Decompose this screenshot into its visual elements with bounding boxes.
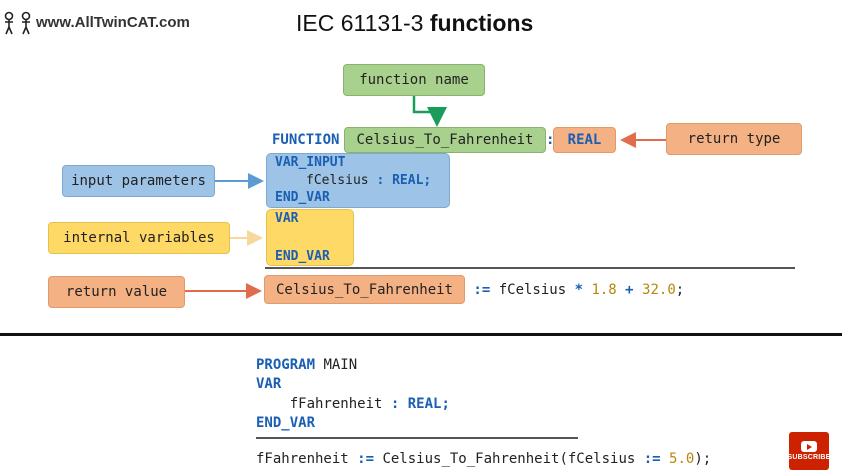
call-value: 5.0 bbox=[669, 451, 695, 467]
end-var-input-keyword: END_VAR bbox=[275, 190, 330, 205]
input-parameters-label: input parameters bbox=[62, 165, 215, 197]
internal-variables-label: internal variables bbox=[48, 222, 230, 254]
logo-icon bbox=[4, 11, 31, 35]
program-var-name: fFahrenheit bbox=[256, 396, 383, 412]
assignment-expression: := fCelsius * 1.8 + 32.0; bbox=[465, 282, 684, 298]
var-keyword: VAR bbox=[275, 211, 299, 226]
program-var-sep: : bbox=[382, 396, 408, 412]
program-call-line: fFahrenheit := Celsius_To_Fahrenheit(fCe… bbox=[256, 451, 711, 467]
var-input-keyword: VAR_INPUT bbox=[275, 155, 346, 170]
site-url[interactable]: www.AllTwinCAT.com bbox=[36, 14, 190, 31]
program-end-var-keyword: END_VAR bbox=[256, 415, 316, 431]
program-var-keyword: VAR bbox=[256, 376, 282, 392]
program-var-type: REAL bbox=[407, 396, 442, 412]
return-value-highlight: Celsius_To_Fahrenheit bbox=[264, 275, 465, 304]
call-function: Celsius_To_Fahrenheit(fCelsius bbox=[382, 451, 636, 467]
return-type-label: return type bbox=[666, 123, 802, 155]
param-declaration: fCelsius : REAL; bbox=[306, 173, 431, 188]
subscribe-button[interactable]: SUBSCRIBE bbox=[787, 432, 831, 470]
program-body-divider bbox=[256, 437, 578, 439]
program-name: MAIN bbox=[315, 357, 358, 373]
plus-op: + bbox=[616, 282, 643, 298]
assign-end: ; bbox=[675, 282, 685, 298]
section-divider bbox=[0, 333, 842, 336]
return-type-highlight: REAL bbox=[553, 127, 616, 153]
var-input-block bbox=[266, 153, 450, 208]
page-title: IEC 61131-3 functions bbox=[296, 10, 533, 37]
subscribe-label: SUBSCRIBE bbox=[787, 454, 831, 461]
call-op-2: := bbox=[635, 451, 670, 467]
function-colon: : bbox=[546, 132, 555, 148]
param-semicolon: ; bbox=[423, 173, 432, 188]
assign-operand: fCelsius bbox=[498, 282, 567, 298]
var-block bbox=[266, 209, 354, 266]
factor-literal: 1.8 bbox=[591, 282, 617, 298]
arrow-function-name bbox=[412, 96, 447, 127]
title-plain: IEC 61131-3 bbox=[296, 10, 430, 36]
assign-op: := bbox=[465, 282, 499, 298]
program-keyword: PROGRAM bbox=[256, 357, 316, 373]
call-target: fFahrenheit bbox=[256, 451, 349, 467]
call-op: := bbox=[348, 451, 383, 467]
function-body-divider bbox=[265, 267, 795, 269]
program-var-declaration: fFahrenheit : REAL; bbox=[256, 396, 450, 412]
return-value-label: return value bbox=[48, 276, 185, 308]
logo bbox=[2, 10, 34, 36]
return-type-text: REAL bbox=[567, 132, 602, 148]
youtube-play-icon bbox=[801, 441, 817, 452]
param-type: REAL bbox=[392, 173, 424, 188]
param-sep: : bbox=[368, 173, 393, 188]
end-var-keyword: END_VAR bbox=[275, 249, 330, 264]
call-end: ); bbox=[694, 451, 712, 467]
function-name-label: function name bbox=[343, 64, 485, 96]
function-keyword: FUNCTION bbox=[272, 132, 340, 148]
program-line: PROGRAM MAIN bbox=[256, 357, 357, 373]
program-var-semicolon: ; bbox=[441, 396, 450, 412]
param-name: fCelsius bbox=[306, 173, 369, 188]
mul-op: * bbox=[566, 282, 592, 298]
title-bold: functions bbox=[429, 10, 534, 36]
offset-literal: 32.0 bbox=[642, 282, 676, 298]
function-name-highlight: Celsius_To_Fahrenheit bbox=[344, 127, 546, 153]
